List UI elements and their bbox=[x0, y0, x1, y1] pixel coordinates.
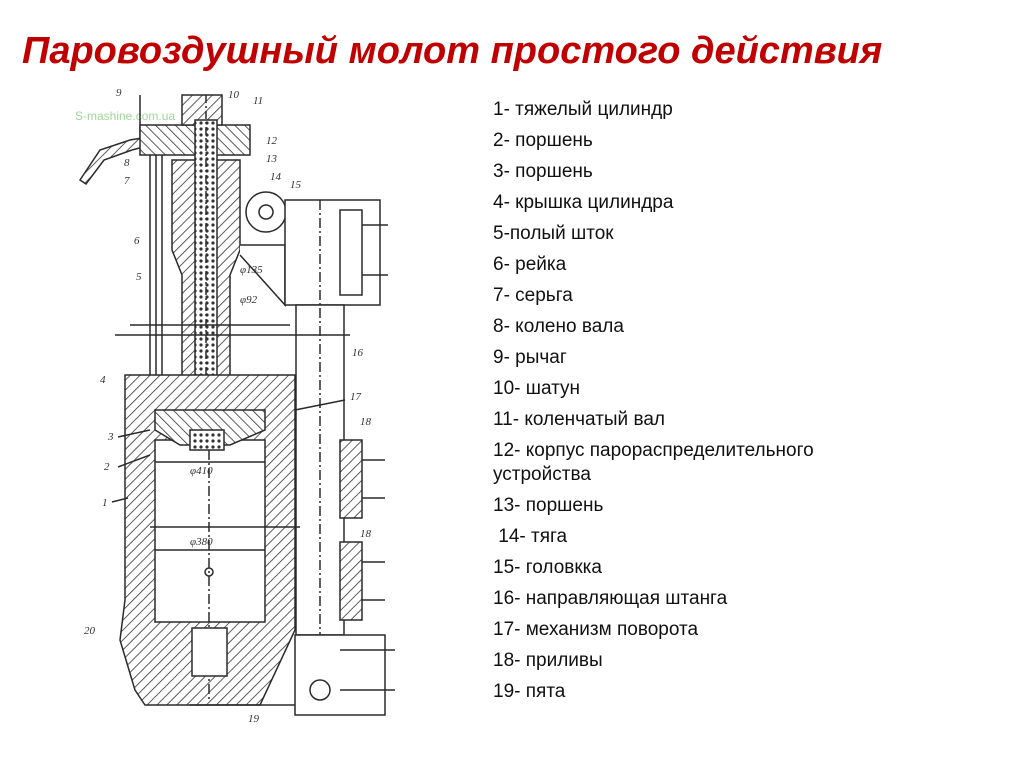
label-4: 4 bbox=[100, 374, 106, 386]
legend-item: 8- колено вала bbox=[493, 316, 624, 337]
label-10: 10 bbox=[228, 89, 240, 101]
legend-item: 10- шатун bbox=[493, 378, 581, 399]
label-7: 7 bbox=[124, 175, 130, 187]
label-d135: φ135 bbox=[240, 264, 263, 276]
legend-item: 9- рычаг bbox=[493, 347, 567, 368]
legend-item: 6- рейка bbox=[493, 254, 567, 275]
legend-item: 15- головкка bbox=[493, 557, 602, 578]
legend-item: 2- поршень bbox=[493, 130, 593, 151]
legend-item: 19- пята bbox=[493, 681, 566, 702]
label-16: 16 bbox=[352, 347, 364, 359]
label-18a: 18 bbox=[360, 416, 372, 428]
label-5: 5 bbox=[136, 271, 142, 283]
parts-legend: 1- тяжелый цилиндр 2- поршень 3- поршень 4-… bbox=[493, 94, 913, 707]
label-13: 13 bbox=[266, 153, 278, 165]
label-8: 8 bbox=[124, 157, 130, 169]
label-17: 17 bbox=[350, 391, 362, 403]
label-19: 19 bbox=[248, 713, 260, 725]
legend-item: 4- крышка цилиндра bbox=[493, 192, 674, 213]
legend-item: 14- тяга bbox=[493, 526, 568, 547]
legend-item: 17- механизм поворота bbox=[493, 619, 699, 640]
legend-item: 12- корпус парораспределительного устрой… bbox=[493, 440, 819, 485]
label-9: 9 bbox=[116, 87, 122, 99]
label-6: 6 bbox=[134, 235, 140, 247]
watermark: S-mashine.com.ua bbox=[75, 109, 175, 123]
legend-item: 16- направляющая штанга bbox=[493, 588, 728, 609]
legend-item: 3- поршень bbox=[493, 161, 593, 182]
legend-item: 11- коленчатый вал bbox=[493, 409, 665, 430]
label-12: 12 bbox=[266, 135, 278, 147]
label-14: 14 bbox=[270, 171, 282, 183]
steam-hammer-drawing: S-mashine.com.ua bbox=[75, 87, 395, 725]
legend-item: 5-полый шток bbox=[493, 223, 614, 244]
label-15: 15 bbox=[290, 179, 302, 191]
legend-item: 1- тяжелый цилиндр bbox=[493, 99, 673, 120]
legend-item: 13- поршень bbox=[493, 495, 604, 516]
label-d380: φ380 bbox=[190, 536, 213, 548]
legend-item: 7- серьга bbox=[493, 285, 573, 306]
label-2: 2 bbox=[104, 461, 110, 473]
label-d92: φ92 bbox=[240, 294, 258, 306]
label-1: 1 bbox=[102, 497, 108, 509]
label-18b: 18 bbox=[360, 528, 372, 540]
label-3: 3 bbox=[107, 431, 114, 443]
label-11: 11 bbox=[253, 95, 263, 107]
label-d410: φ410 bbox=[190, 465, 213, 477]
label-20: 20 bbox=[84, 625, 96, 637]
legend-item: 18- приливы bbox=[493, 650, 603, 671]
slide-title: Паровоздушный молот простого действия bbox=[22, 30, 883, 72]
